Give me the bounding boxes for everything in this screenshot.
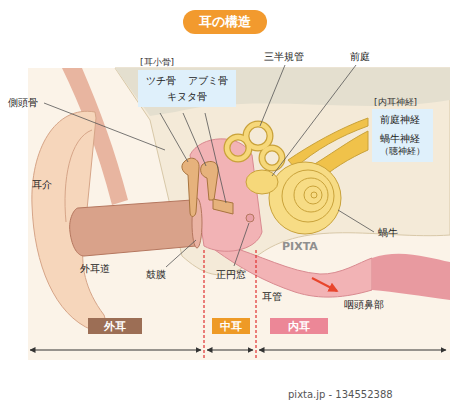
title-text: 耳の構造 — [199, 14, 251, 29]
leader-line — [234, 223, 249, 266]
span-arrow — [30, 350, 201, 351]
leader-line — [272, 65, 356, 176]
region-name: 外耳 — [104, 320, 126, 332]
title-pill: 耳の構造 — [183, 10, 267, 34]
label-panel: [内耳神経]前庭神経蝸牛神経（聴神経） — [372, 96, 433, 162]
canal — [262, 148, 282, 168]
spiral-turn — [311, 192, 317, 198]
cochlea — [269, 162, 341, 234]
divider-line — [255, 250, 256, 360]
group-heading: [耳小骨] — [138, 56, 236, 69]
background-region — [28, 68, 450, 360]
nasopharynx — [372, 254, 450, 300]
stapes — [213, 199, 233, 214]
round-window — [246, 214, 254, 222]
leader-line — [183, 113, 206, 166]
part-name: 蝸牛神経 — [380, 132, 425, 145]
vestibule — [246, 170, 278, 194]
leader-line — [166, 240, 196, 267]
group-heading: [内耳神経] — [372, 96, 433, 109]
panel-box: ツチ骨アブミ骨キヌタ骨 — [138, 70, 236, 107]
part-label: 鼓膜 — [146, 268, 166, 281]
watermark: PIXTA — [282, 240, 318, 253]
part-label: 耳介 — [32, 178, 52, 191]
cochlea-spiral — [282, 170, 334, 222]
spiral-turn — [282, 170, 334, 222]
span-arrow — [207, 350, 253, 351]
semicircular-canals — [227, 124, 282, 168]
span-arrow — [259, 350, 446, 351]
airflow-arrow — [312, 278, 337, 291]
leader-line — [44, 103, 165, 150]
divider-line — [203, 250, 204, 360]
part-label: 耳管 — [262, 290, 282, 303]
part-label: 前庭 — [350, 50, 370, 63]
label-panel: [耳小骨]ツチ骨アブミ骨キヌタ骨 — [138, 56, 236, 107]
part-label: 三半規管 — [264, 50, 304, 63]
ear-canal — [70, 200, 196, 256]
panel-box: 前庭神経蝸牛神経（聴神経） — [372, 109, 433, 162]
part-label: 蝸牛 — [378, 226, 398, 239]
part-name: キヌタ骨 — [167, 90, 207, 103]
spiral-turn — [294, 178, 328, 212]
part-name: ツチ骨 — [146, 74, 176, 87]
region-band: 中耳 — [212, 318, 250, 334]
part-label: 咽頭鼻部 — [344, 298, 384, 311]
part-name: アブミ骨 — [188, 74, 228, 87]
region-dividers — [204, 250, 256, 360]
region-band: 外耳 — [88, 318, 142, 334]
leader-lines — [44, 65, 374, 267]
span-arrows — [30, 350, 446, 351]
region-name: 中耳 — [220, 320, 242, 332]
malleus — [182, 158, 199, 216]
part-name: 前庭神経 — [380, 113, 425, 126]
part-label: 側頭骨 — [8, 96, 38, 109]
leader-line — [205, 113, 226, 203]
part-label: 外耳道 — [80, 262, 110, 275]
watermark: pixta.jp - 134552388 — [288, 388, 393, 401]
canal-outline — [246, 124, 270, 148]
leader-line — [160, 113, 188, 162]
region-band: 内耳 — [270, 318, 328, 334]
leader-line — [260, 65, 285, 126]
leader-line — [338, 210, 374, 232]
region-name: 内耳 — [288, 320, 310, 332]
canal-outline — [262, 148, 282, 168]
canal — [246, 124, 270, 148]
incus — [201, 161, 219, 200]
part-name: （聴神経） — [380, 145, 425, 158]
spiral-turn — [304, 186, 322, 204]
part-label: 正円窓 — [216, 268, 246, 281]
